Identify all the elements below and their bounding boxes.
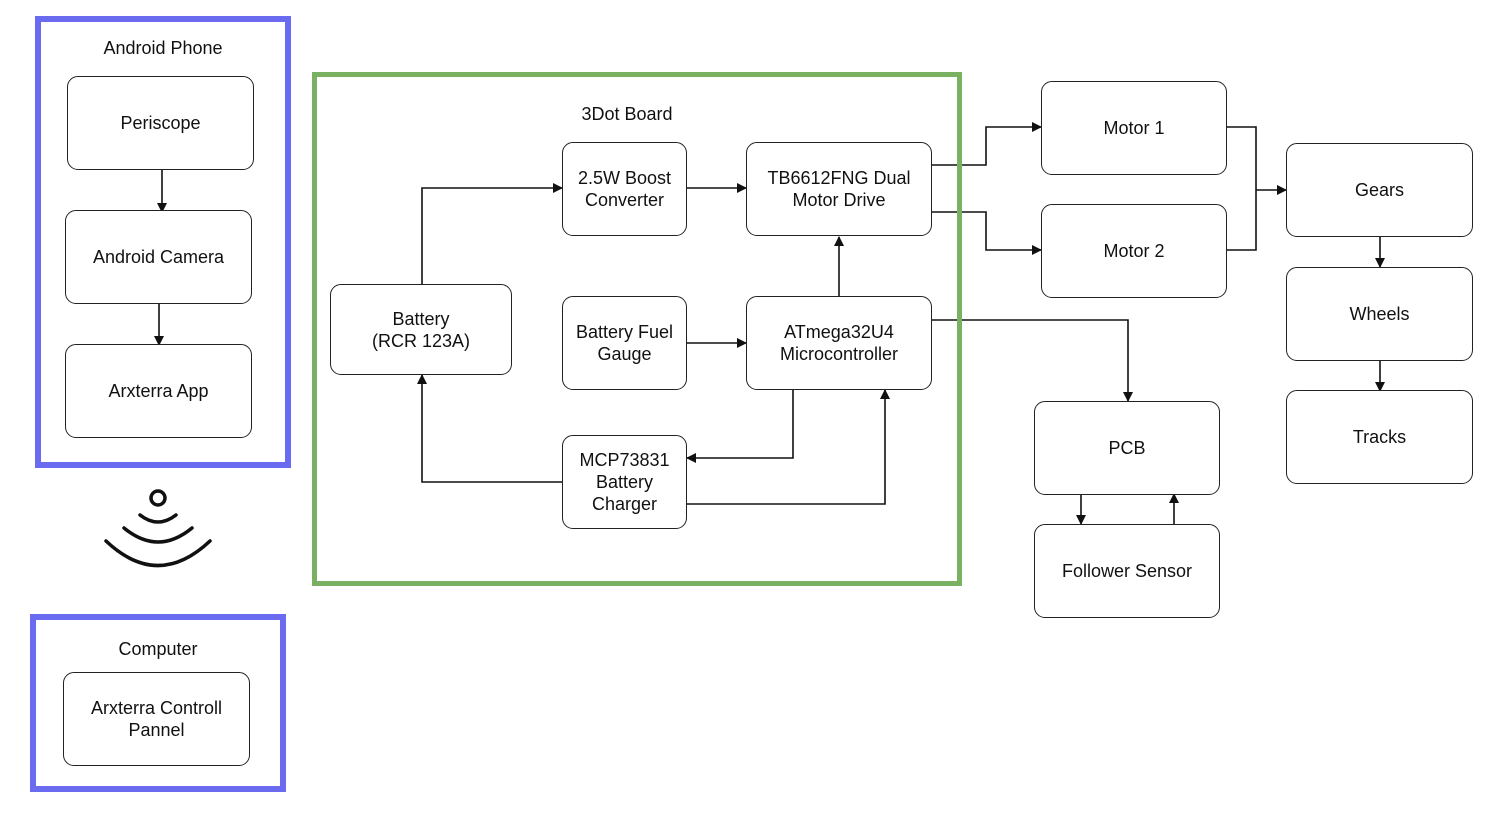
follower-sensor-node: Follower Sensor bbox=[1034, 524, 1220, 618]
computer-title: Computer bbox=[118, 639, 198, 659]
arrow-mcu-to-pcb bbox=[932, 319, 1133, 402]
arrow-battery-to-boost bbox=[421, 183, 563, 284]
motor-drive-node: TB6612FNG Dual Motor Drive bbox=[746, 142, 932, 236]
3dot-board-container: 3Dot Board bbox=[312, 72, 962, 586]
line-motor1-to-gears bbox=[1226, 126, 1257, 190]
arxterra-control-panel-node: Arxterra Controll Pannel bbox=[63, 672, 250, 766]
computer-container: Computer bbox=[30, 614, 286, 792]
fuel-gauge-node: Battery Fuel Gauge bbox=[562, 296, 687, 390]
arxterra-app-node: Arxterra App bbox=[65, 344, 252, 438]
arrow-mcu-to-charger bbox=[686, 390, 794, 463]
arrow-charger-to-mcu bbox=[687, 389, 890, 505]
boost-converter-node: 2.5W Boost Converter bbox=[562, 142, 687, 236]
battery-charger-node: MCP73831 Battery Charger bbox=[562, 435, 687, 529]
periscope-node: Periscope bbox=[67, 76, 254, 170]
tracks-node: Tracks bbox=[1286, 390, 1473, 484]
gears-node: Gears bbox=[1286, 143, 1473, 237]
pcb-node: PCB bbox=[1034, 401, 1220, 495]
wireless-signal-icon bbox=[104, 489, 212, 568]
motor2-node: Motor 2 bbox=[1041, 204, 1227, 298]
motor1-node: Motor 1 bbox=[1041, 81, 1227, 175]
microcontroller-node: ATmega32U4 Microcontroller bbox=[746, 296, 932, 390]
battery-node: Battery (RCR 123A) bbox=[330, 284, 512, 375]
wheels-node: Wheels bbox=[1286, 267, 1473, 361]
3dot-board-title: 3Dot Board bbox=[581, 104, 673, 124]
android-phone-container: Android Phone bbox=[35, 16, 291, 468]
line-motor2-to-gears bbox=[1226, 190, 1257, 251]
android-phone-title: Android Phone bbox=[103, 38, 223, 58]
arrow-charger-to-battery bbox=[417, 374, 562, 483]
android-camera-node: Android Camera bbox=[65, 210, 252, 304]
